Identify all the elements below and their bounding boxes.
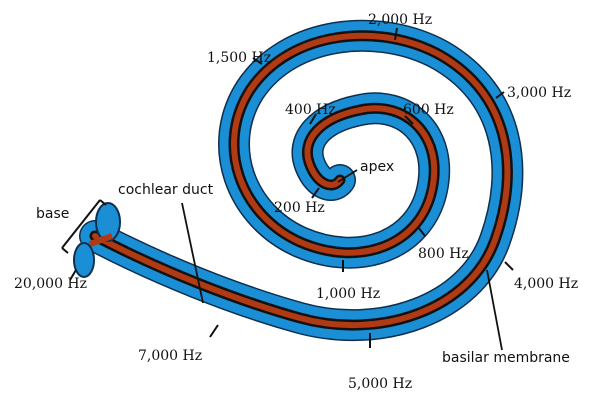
- base-openings: [73, 202, 121, 278]
- base-label: base: [36, 206, 69, 222]
- freq-2000: 2,000 Hz: [368, 12, 432, 28]
- frequency-labels: 200 Hz 400 Hz 600 Hz 800 Hz 1,000 Hz 1,5…: [14, 12, 578, 392]
- basilar-membrane-label: basilar membrane: [442, 350, 570, 366]
- freq-1000: 1,000 Hz: [316, 286, 380, 302]
- freq-7000: 7,000 Hz: [138, 348, 202, 364]
- freq-400: 400 Hz: [285, 102, 336, 118]
- base-bracket: [61, 199, 107, 254]
- cochlear-duct-label: cochlear duct: [118, 182, 214, 198]
- apex-label: apex: [360, 159, 394, 175]
- leader-lines: [181, 169, 503, 351]
- lower-opening: [73, 242, 95, 278]
- freq-3000: 3,000 Hz: [507, 85, 571, 101]
- freq-1500: 1,500 Hz: [207, 50, 271, 66]
- membrane-start: [88, 233, 114, 247]
- freq-5000: 5,000 Hz: [348, 376, 412, 392]
- freq-600: 600 Hz: [403, 102, 454, 118]
- freq-4000: 4,000 Hz: [514, 276, 578, 292]
- cochlea-spiral: [95, 36, 507, 325]
- freq-20000: 20,000 Hz: [14, 276, 87, 292]
- freq-800: 800 Hz: [418, 246, 469, 262]
- freq-200: 200 Hz: [274, 200, 325, 216]
- upper-opening: [95, 202, 121, 242]
- frequency-ticks: [69, 27, 514, 348]
